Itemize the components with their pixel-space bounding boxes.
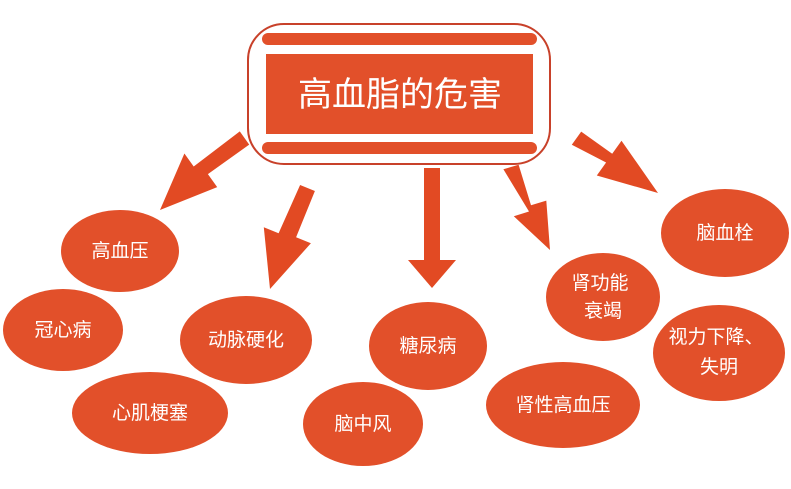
node-atherosclerosis-line-1: 动脉硬化 bbox=[208, 329, 284, 351]
node-renal-hypertension-shape bbox=[486, 362, 640, 448]
node-hypertension-shape bbox=[61, 210, 179, 292]
node-renal-hypertension: 肾性高血压 bbox=[486, 362, 640, 448]
node-coronary-heart-disease-shape bbox=[3, 289, 123, 371]
title-box: 高血脂的危害 bbox=[247, 23, 551, 165]
node-diabetes-line-1: 糖尿病 bbox=[399, 335, 456, 357]
node-coronary-heart-disease-line-1: 冠心病 bbox=[34, 319, 91, 341]
node-diabetes: 糖尿病 bbox=[369, 302, 487, 390]
node-thrombosis-label: 脑血栓 bbox=[696, 222, 753, 244]
node-thrombosis-line-1: 脑血栓 bbox=[696, 222, 753, 244]
node-diabetes-shape bbox=[369, 302, 487, 390]
node-atherosclerosis: 动脉硬化 bbox=[180, 296, 312, 384]
node-coronary-heart-disease-label: 冠心病 bbox=[34, 319, 91, 341]
node-renal-hypertension-line-1: 肾性高血压 bbox=[515, 394, 610, 416]
arrow-to-diabetes bbox=[408, 168, 456, 288]
node-stroke-label: 脑中风 bbox=[334, 413, 391, 435]
node-hypertension-label: 高血压 bbox=[91, 240, 148, 262]
node-kidney-failure-label: 肾功能 衰竭 bbox=[571, 272, 634, 322]
node-stroke-shape bbox=[303, 382, 423, 466]
node-myocardial-infarction-shape bbox=[72, 372, 228, 454]
node-stroke-line-1: 脑中风 bbox=[334, 413, 391, 435]
arrow-to-kidney-failure bbox=[503, 164, 550, 250]
arrow-to-atherosclerosis bbox=[263, 185, 315, 289]
node-diabetes-label: 糖尿病 bbox=[399, 335, 456, 357]
node-vision-loss-shape bbox=[653, 305, 785, 401]
arrows bbox=[160, 131, 658, 289]
node-thrombosis-shape bbox=[661, 189, 789, 277]
arrow-to-hypertension bbox=[160, 131, 250, 210]
node-hypertension: 高血压 bbox=[61, 210, 179, 292]
node-stroke: 脑中风 bbox=[303, 382, 423, 466]
node-renal-hypertension-label: 肾性高血压 bbox=[515, 394, 610, 416]
node-myocardial-infarction: 心肌梗塞 bbox=[72, 372, 228, 454]
diagram-title: 高血脂的危害 bbox=[298, 75, 502, 115]
node-atherosclerosis-shape bbox=[180, 296, 312, 384]
node-kidney-failure-shape bbox=[546, 253, 660, 341]
node-myocardial-infarction-label: 心肌梗塞 bbox=[112, 402, 188, 424]
node-vision-loss-line-2: 失明 bbox=[700, 356, 738, 378]
title-panel bbox=[266, 54, 533, 134]
node-coronary-heart-disease: 冠心病 bbox=[3, 289, 123, 371]
node-kidney-failure: 肾功能 衰竭 bbox=[546, 253, 660, 341]
node-kidney-failure-line-1: 肾功能 bbox=[571, 272, 628, 294]
node-myocardial-infarction-line-1: 心肌梗塞 bbox=[112, 402, 188, 424]
arrow-to-thrombosis bbox=[571, 131, 658, 193]
node-vision-loss-line-1: 视力下降、 bbox=[668, 326, 763, 348]
node-atherosclerosis-label: 动脉硬化 bbox=[208, 329, 284, 351]
node-vision-loss-label: 视力下降、 失明 bbox=[668, 326, 769, 378]
node-thrombosis: 脑血栓 bbox=[661, 189, 789, 277]
node-kidney-failure-line-2: 衰竭 bbox=[584, 300, 622, 322]
node-vision-loss: 视力下降、 失明 bbox=[653, 305, 785, 401]
title-band-bottom bbox=[262, 142, 537, 154]
node-hypertension-line-1: 高血压 bbox=[91, 240, 148, 262]
title-band-top bbox=[262, 33, 537, 45]
